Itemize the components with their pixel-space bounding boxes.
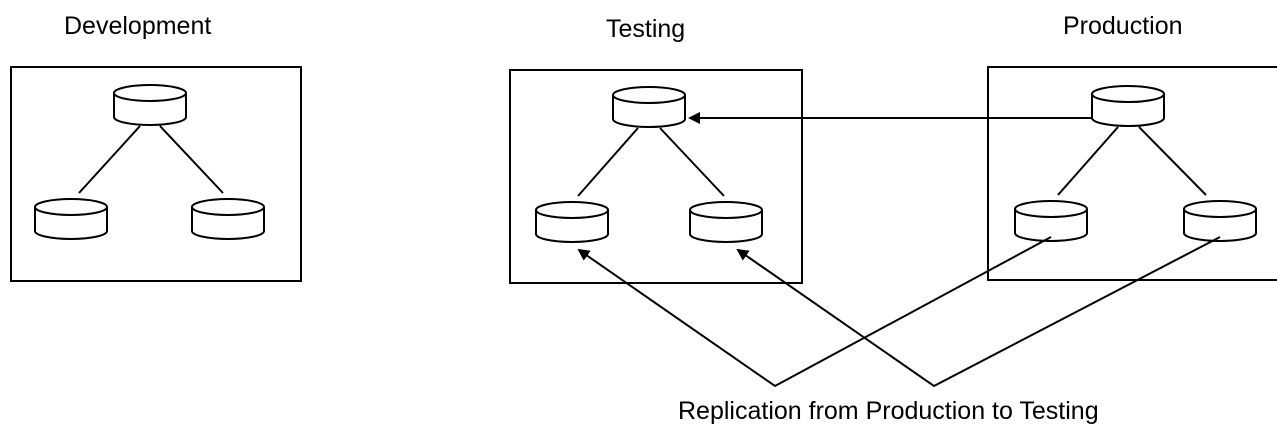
production-replica-left-database-icon xyxy=(1014,200,1088,242)
development-replica-right-database-icon xyxy=(191,198,265,240)
development-link-right xyxy=(159,125,224,194)
production-label: Production xyxy=(1063,12,1183,40)
left-replica-replication-arrow xyxy=(577,236,1052,388)
development-label: Development xyxy=(64,12,212,40)
production-link-right xyxy=(1138,126,1207,196)
testing-replica-right-database-icon xyxy=(689,201,763,243)
production-replica-right-database-icon xyxy=(1183,200,1257,242)
production-link-left xyxy=(1057,126,1119,196)
replication-caption: Replication from Production to Testing xyxy=(678,397,1099,425)
testing-link-left xyxy=(577,127,639,197)
testing-label: Testing xyxy=(606,15,686,43)
development-primary-database-icon xyxy=(113,84,187,126)
production-primary-database-icon xyxy=(1091,85,1165,127)
testing-primary-database-icon xyxy=(612,86,686,128)
testing-replica-left-database-icon xyxy=(535,201,609,243)
development-link-left xyxy=(78,125,141,194)
development-replica-left-database-icon xyxy=(34,198,108,240)
testing-link-right xyxy=(659,127,725,197)
right-replica-replication-arrow xyxy=(736,236,1221,388)
